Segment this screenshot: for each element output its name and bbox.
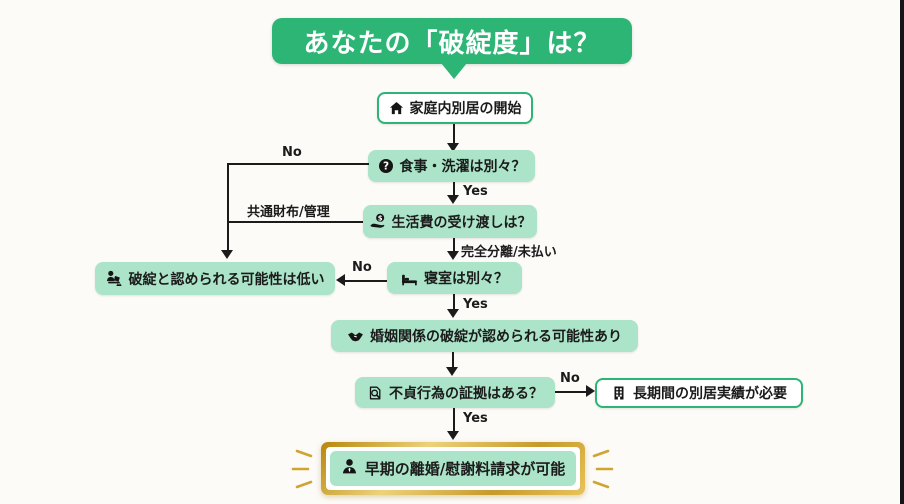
node-low-chance-label: 破綻と認められる可能性は低い	[128, 271, 325, 288]
connector-start-meals	[453, 124, 455, 146]
connector-evidence-result	[453, 408, 455, 433]
node-breakdown-possible-label: 婚姻関係の破綻が認められる可能性あり	[370, 329, 622, 345]
node-living-expenses: $ 生活費の受け渡しは？	[363, 205, 537, 238]
connector-living-bedroom	[453, 238, 455, 253]
edge-label-living-separated: 完全分離/未払い	[461, 245, 557, 260]
edge-label-evidence-yes: Yes	[463, 411, 488, 426]
connector-evidence-no-h	[555, 391, 587, 393]
bed-icon	[401, 270, 418, 287]
edge-label-living-shared: 共通財布/管理	[247, 205, 330, 220]
frame-edge-strip	[900, 0, 904, 504]
arrowhead-living-bedroom	[447, 251, 459, 260]
node-meals-label: 食事・洗濯は別々？	[399, 159, 526, 175]
sparkle-left-icon	[291, 449, 313, 489]
edge-label-meals-yes: Yes	[463, 184, 488, 199]
connector-bedroom-no-h	[344, 280, 387, 282]
money-hand-icon: $	[369, 213, 386, 230]
person-icon	[341, 458, 358, 479]
node-evidence-label: 不貞行為の証拠はある？	[389, 385, 543, 402]
node-result-label: 早期の離婚/慰謝料請求が可能	[364, 460, 566, 478]
node-start: 家庭内別居の開始	[377, 92, 533, 124]
arrowhead-low-chance	[221, 250, 233, 259]
building-icon	[611, 385, 627, 401]
connector-no-branch-v	[227, 163, 229, 252]
document-search-icon	[367, 385, 383, 401]
arrowhead-meals-living	[447, 195, 459, 204]
handshake-icon	[347, 328, 364, 345]
edge-label-bedroom-yes: Yes	[463, 297, 488, 312]
node-result-frame: 早期の離婚/慰謝料請求が可能	[321, 442, 585, 495]
node-result: 早期の離婚/慰謝料請求が可能	[330, 451, 576, 486]
connector-meals-living	[453, 182, 455, 197]
connector-bedroom-possible	[453, 294, 455, 311]
arrowhead-evidence-result	[447, 431, 459, 440]
title-bubble-tail	[441, 63, 467, 79]
node-meals: ? 食事・洗濯は別々？	[368, 150, 535, 182]
arrowhead-start-meals	[447, 143, 459, 152]
svg-text:$: $	[377, 215, 382, 223]
question-icon: ?	[378, 158, 394, 174]
edge-label-meals-no: No	[282, 145, 302, 160]
node-evidence: 不貞行為の証拠はある？	[355, 377, 555, 408]
node-living-expenses-label: 生活費の受け渡しは？	[391, 214, 532, 231]
edge-label-evidence-no: No	[560, 371, 580, 386]
node-long-separation: 長期間の別居実績が必要	[595, 378, 803, 408]
node-start-label: 家庭内別居の開始	[409, 101, 522, 117]
node-breakdown-possible: 婚姻関係の破綻が認められる可能性あり	[331, 320, 638, 352]
page-title: あなたの「破綻度」は？	[303, 28, 601, 59]
arrowhead-evidence-no	[586, 385, 595, 397]
node-bedroom: 寝室は別々？	[387, 262, 522, 294]
edge-label-bedroom-no: No	[352, 260, 372, 275]
node-long-separation-label: 長期間の別居実績が必要	[633, 386, 787, 402]
house-icon	[389, 101, 404, 116]
node-bedroom-label: 寝室は別々？	[424, 271, 508, 287]
node-low-chance: 破綻と認められる可能性は低い	[95, 262, 335, 295]
arrowhead-bedroom-no	[336, 274, 345, 286]
sparkle-right-icon	[592, 449, 614, 489]
person-laptop-warning-icon	[106, 270, 123, 287]
arrowhead-possible-evidence	[446, 367, 458, 376]
node-result-inner-frame: 早期の離婚/慰謝料請求が可能	[326, 447, 580, 490]
title-bubble: あなたの「破綻度」は？	[272, 18, 632, 64]
connector-possible-evidence	[452, 352, 454, 369]
svg-text:?: ?	[382, 161, 388, 173]
connector-meals-no-h	[227, 163, 369, 165]
arrowhead-bedroom-possible	[447, 309, 459, 318]
connector-living-shared-h	[227, 221, 363, 223]
